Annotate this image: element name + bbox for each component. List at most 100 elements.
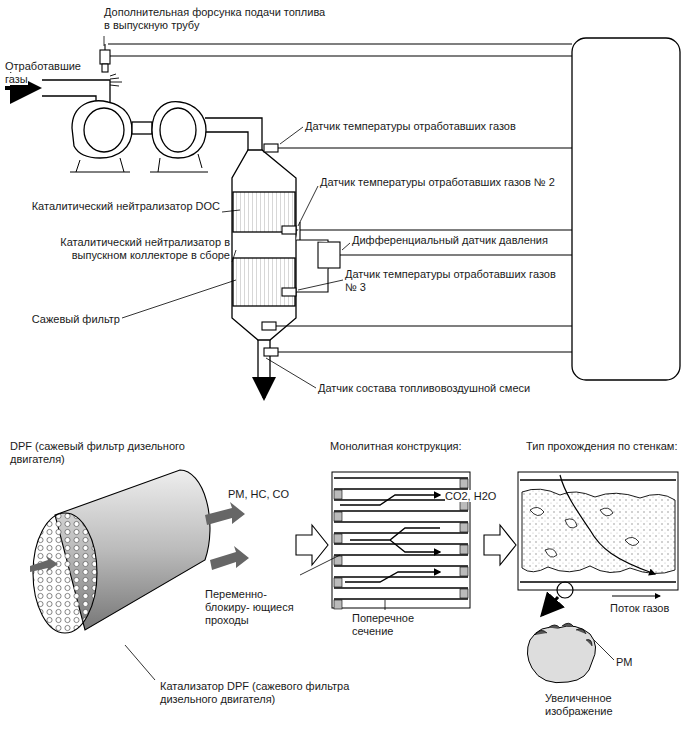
fuel-injector-part (102, 64, 108, 72)
outlet-arrow (264, 378, 265, 398)
label-text: Датчик температуры отработавших газов № … (320, 176, 555, 188)
wall-flow-detail-part (542, 597, 558, 615)
wall-flow-detail (518, 472, 678, 683)
part-label: Поперечное сечение (352, 612, 452, 638)
flow-arrows-part (30, 556, 58, 572)
turbocharger-part (84, 108, 124, 152)
label-text: Датчик состава топливовоздушной смеси (318, 382, 530, 394)
exhaust-flow-arrow-part (5, 86, 38, 90)
sensors (262, 144, 572, 356)
monolith-section-part-part (334, 532, 468, 533)
part-label: Датчик температуры отработавших газов (305, 120, 545, 133)
monolith-section-part-part (460, 545, 468, 554)
turbocharger (70, 101, 208, 172)
sensors-part (340, 254, 572, 255)
part-label: Тип прохождения по стенкам: (526, 440, 684, 453)
part-label: Дифференциальный датчик давления (352, 234, 552, 247)
ecu-box-part (572, 38, 680, 380)
leader-lines-part (222, 210, 240, 212)
leader-lines-part (122, 280, 236, 318)
converter-housing (232, 150, 296, 340)
fuel-injector-part (108, 43, 572, 44)
monolith-section-part-part (460, 501, 468, 510)
sensors-part (318, 242, 340, 268)
fuel-injector-part (110, 55, 572, 56)
monolith-section-part (300, 555, 340, 575)
sensors-part (282, 226, 296, 234)
label-text: Катализатор DPF (сажевого фильтра дизель… (160, 680, 349, 705)
outlet-arrow-part (263, 378, 266, 398)
label-text: Дополнительная форсунка подачи топлива в… (104, 6, 325, 31)
monolith-section-part-part (460, 523, 468, 532)
converter-housing-part (233, 258, 295, 306)
leader-lines-part (298, 280, 343, 290)
fuel-injector-part (100, 50, 110, 64)
part-label: Датчик температуры отработавших газов № … (320, 176, 570, 189)
leader-lines-part (298, 186, 318, 226)
monolith-section-part-part (334, 490, 342, 499)
part-label: Сажевый фильтр (20, 313, 120, 326)
sensors-part (296, 268, 328, 292)
flow-arrows-part (205, 502, 245, 525)
monolith-section-part-part (334, 510, 468, 511)
label-text: Переменно-блокиру- ющиеся проходы (205, 588, 294, 626)
hollow-arrows-part (296, 525, 328, 565)
dpf-cylinder-part (125, 645, 155, 680)
leader-lines-part (342, 243, 350, 250)
part-label: Дополнительная форсунка подачи топлива в… (104, 6, 334, 32)
ecu-box (572, 38, 680, 380)
turbocharger-part (70, 172, 208, 173)
monolith-section-part-part (460, 589, 468, 598)
exhaust-pipe-part (42, 96, 96, 102)
monolith-section-part-part (334, 587, 468, 588)
label-text: Датчик температуры отработавших газов (305, 120, 516, 132)
part-label: DPF (сажевый фильтр дизельного двигателя… (10, 440, 210, 466)
turbocharger-part (152, 102, 206, 158)
wall-flow-detail-part (560, 475, 655, 574)
monolith-section-part-part (460, 479, 468, 488)
monolith-section-part-part (460, 567, 468, 576)
monolith-section-part (385, 600, 386, 610)
dpf-cylinder (33, 470, 210, 680)
label-text: Дифференциальный датчик давления (352, 234, 548, 246)
part-label: Поток газов (610, 602, 684, 615)
label-text: Сажевый фильтр (32, 313, 120, 325)
part-label: Датчик состава топливовоздушной смеси (318, 382, 558, 395)
monolith-section-part (340, 495, 440, 505)
monolith-section-part (345, 572, 440, 582)
monolith-section-part-part (334, 598, 468, 599)
monolith-section-part-part (334, 576, 468, 577)
exhaust-pipe-part (257, 340, 258, 382)
sensors-part (296, 229, 572, 230)
leader-lines-part (266, 358, 316, 388)
sensors-part (276, 325, 572, 326)
monolith-section-part-part (334, 565, 468, 566)
label-text: PM, HC, CO (228, 488, 289, 500)
exhaust-pipe-part (205, 118, 262, 150)
converter-housing-part (232, 150, 296, 340)
wall-flow-detail-part (535, 623, 592, 646)
fuel-injector (100, 44, 572, 86)
label-text: PM (616, 656, 633, 668)
monolith-section-part-part (334, 534, 342, 543)
label-text: Каталитический нейтрализатор DOC (32, 200, 220, 212)
exhaust-flow-arrow (5, 88, 38, 89)
label-text: Датчик температуры отработавших газов № … (345, 268, 556, 293)
part-label: Каталитический нейтрализатор в выпускном… (30, 236, 230, 262)
hollow-arrows-part (484, 525, 516, 565)
label-text: Увеличенное изображение (545, 692, 613, 717)
part-label: CO2, H2O (445, 490, 505, 503)
wall-flow-detail-part (557, 582, 573, 598)
monolith-section-part-part (334, 543, 468, 544)
sensors-part (278, 351, 572, 352)
part-label: Монолитная конструкция: (330, 440, 510, 453)
wall-flow-detail-part (612, 596, 660, 597)
label-text: Поток газов (610, 602, 669, 614)
sensors-part (264, 348, 278, 356)
part-label: Переменно-блокиру- ющиеся проходы (205, 588, 305, 627)
exhaust-pipe-part (42, 80, 110, 102)
wall-flow-detail-part (530, 507, 639, 557)
wall-flow-detail-part (594, 640, 614, 660)
turbocharger-part (76, 154, 202, 172)
part-label: Каталитический нейтрализатор DOC (30, 200, 220, 213)
